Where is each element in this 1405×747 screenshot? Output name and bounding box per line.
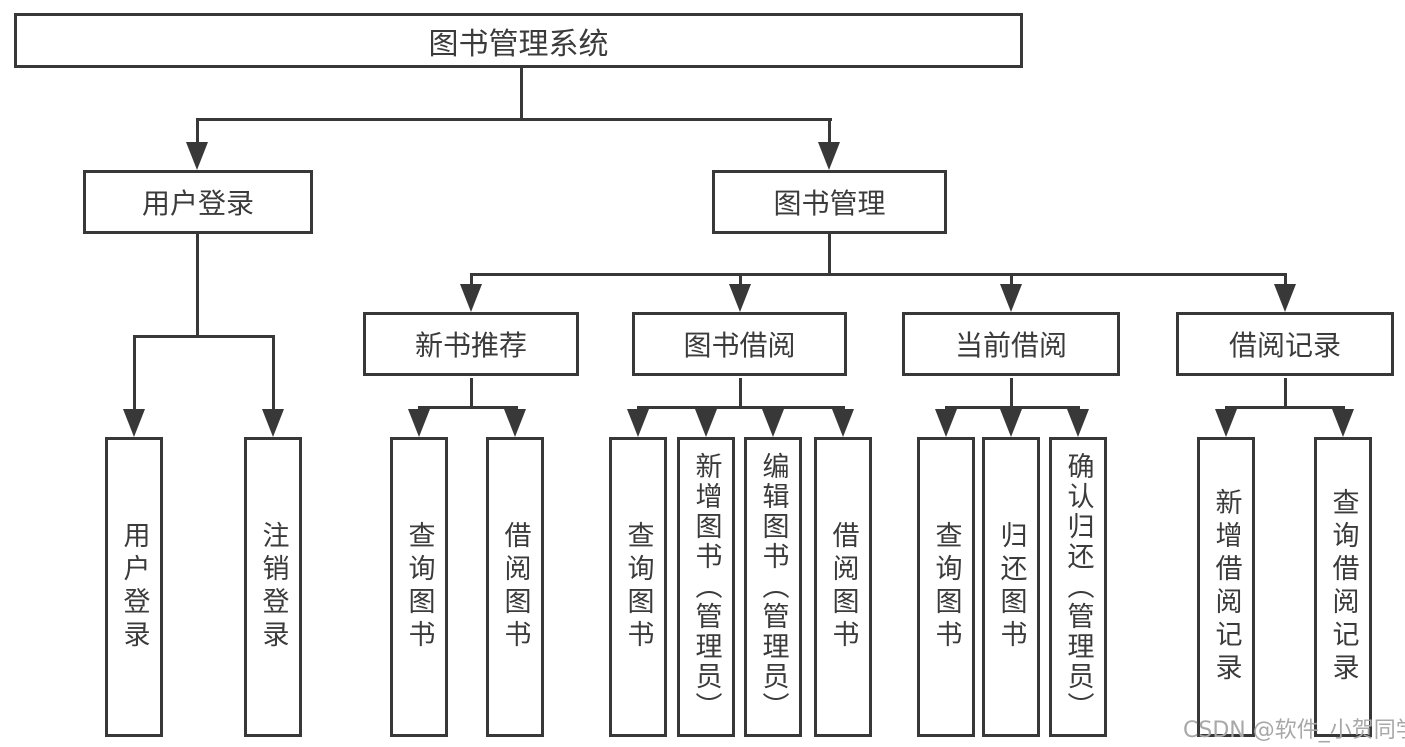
arrowhead-down-icon — [1332, 409, 1354, 437]
node-leaf-logout: 注销登录 — [244, 437, 302, 737]
node-leaf-user-login: 用户登录 — [105, 437, 163, 737]
arrowhead-down-icon — [1067, 409, 1089, 437]
node-leaf-return-book: 归还图书 — [982, 437, 1040, 737]
connector-line — [828, 234, 831, 276]
node-leaf-borrow-book-borrowing: 借阅图书 — [814, 437, 872, 737]
connector-line — [272, 335, 275, 413]
node-new-book-recommendation: 新书推荐 — [363, 312, 579, 376]
node-leaf-search-book-recommend: 查询图书 — [390, 437, 448, 737]
arrowhead-down-icon — [460, 284, 482, 312]
node-label: 确认归还（管理员） — [1062, 452, 1094, 722]
node-label: 新书推荐 — [414, 329, 527, 362]
arrowhead-down-icon — [729, 284, 751, 312]
arrowhead-down-icon — [408, 409, 430, 437]
connector-line — [520, 66, 523, 120]
node-label: 图书借阅 — [683, 329, 796, 362]
connector-line — [470, 273, 1287, 276]
connector-line — [828, 118, 831, 148]
connector-line — [1010, 273, 1013, 289]
connector-line — [739, 273, 742, 289]
node-label: 查询图书 — [622, 521, 654, 653]
arrowhead-down-icon — [1000, 409, 1022, 437]
node-label: 编辑图书（管理员） — [757, 452, 789, 722]
connector-line — [637, 406, 845, 409]
connector-line — [196, 118, 832, 121]
node-leaf-search-borrow-record: 查询借阅记录 — [1314, 437, 1372, 737]
node-label: 新增借阅记录 — [1210, 488, 1242, 686]
node-label: 归还图书 — [995, 521, 1027, 653]
node-leaf-add-book-admin: 新增图书（管理员） — [677, 437, 735, 737]
connector-line — [133, 335, 275, 338]
node-label: 查询图书 — [403, 521, 435, 653]
node-book-borrowing: 图书借阅 — [632, 312, 847, 376]
connector-line — [133, 335, 136, 413]
connector-line — [470, 273, 473, 289]
node-label: 用户登录 — [118, 521, 150, 653]
node-label: 查询图书 — [930, 521, 962, 653]
node-label: 借阅记录 — [1228, 329, 1341, 362]
connector-line — [1225, 406, 1344, 409]
arrowhead-down-icon — [262, 409, 284, 437]
arrowhead-down-icon — [504, 409, 526, 437]
arrowhead-down-icon — [123, 409, 145, 437]
connector-line — [739, 378, 742, 409]
arrowhead-down-icon — [935, 409, 957, 437]
node-label: 借阅图书 — [827, 521, 859, 653]
connector-line — [1284, 273, 1287, 289]
node-borrowing-records: 借阅记录 — [1176, 312, 1394, 376]
node-label: 新增图书（管理员） — [690, 452, 722, 722]
arrowhead-down-icon — [762, 409, 784, 437]
arrowhead-down-icon — [1274, 284, 1296, 312]
node-leaf-edit-book-admin: 编辑图书（管理员） — [744, 437, 802, 737]
connector-line — [196, 118, 199, 148]
node-leaf-add-borrow-record: 新增借阅记录 — [1197, 437, 1255, 737]
node-leaf-search-book-borrowing: 查询图书 — [609, 437, 667, 737]
connector-line — [470, 378, 473, 409]
node-label: 借阅图书 — [499, 521, 531, 653]
node-book-management: 图书管理 — [712, 170, 947, 234]
node-leaf-borrow-book-recommend: 借阅图书 — [486, 437, 544, 737]
node-label: 当前借阅 — [954, 329, 1067, 362]
node-leaf-search-book-current: 查询图书 — [917, 437, 975, 737]
connector-line — [418, 406, 518, 409]
node-label: 注销登录 — [257, 521, 289, 653]
arrowhead-down-icon — [695, 409, 717, 437]
arrowhead-down-icon — [832, 409, 854, 437]
node-user-login: 用户登录 — [83, 170, 313, 234]
node-library-management-system: 图书管理系统 — [14, 13, 1023, 68]
arrowhead-down-icon — [818, 142, 840, 170]
arrowhead-down-icon — [627, 409, 649, 437]
connector-line — [1010, 378, 1013, 409]
arrowhead-down-icon — [186, 142, 208, 170]
node-current-borrowing: 当前借阅 — [902, 312, 1120, 376]
node-leaf-confirm-return-admin: 确认归还（管理员） — [1049, 437, 1107, 737]
arrowhead-down-icon — [1215, 409, 1237, 437]
arrowhead-down-icon — [1000, 284, 1022, 312]
node-label: 查询借阅记录 — [1327, 488, 1359, 686]
connector-line — [1284, 378, 1287, 409]
node-label: 用户登录 — [141, 187, 254, 220]
node-label: 图书管理系统 — [428, 26, 609, 62]
node-label: 图书管理 — [773, 187, 886, 220]
connector-line — [196, 234, 199, 338]
csdn-watermark: CSDN @软件_小贺同学 — [1183, 718, 1405, 743]
